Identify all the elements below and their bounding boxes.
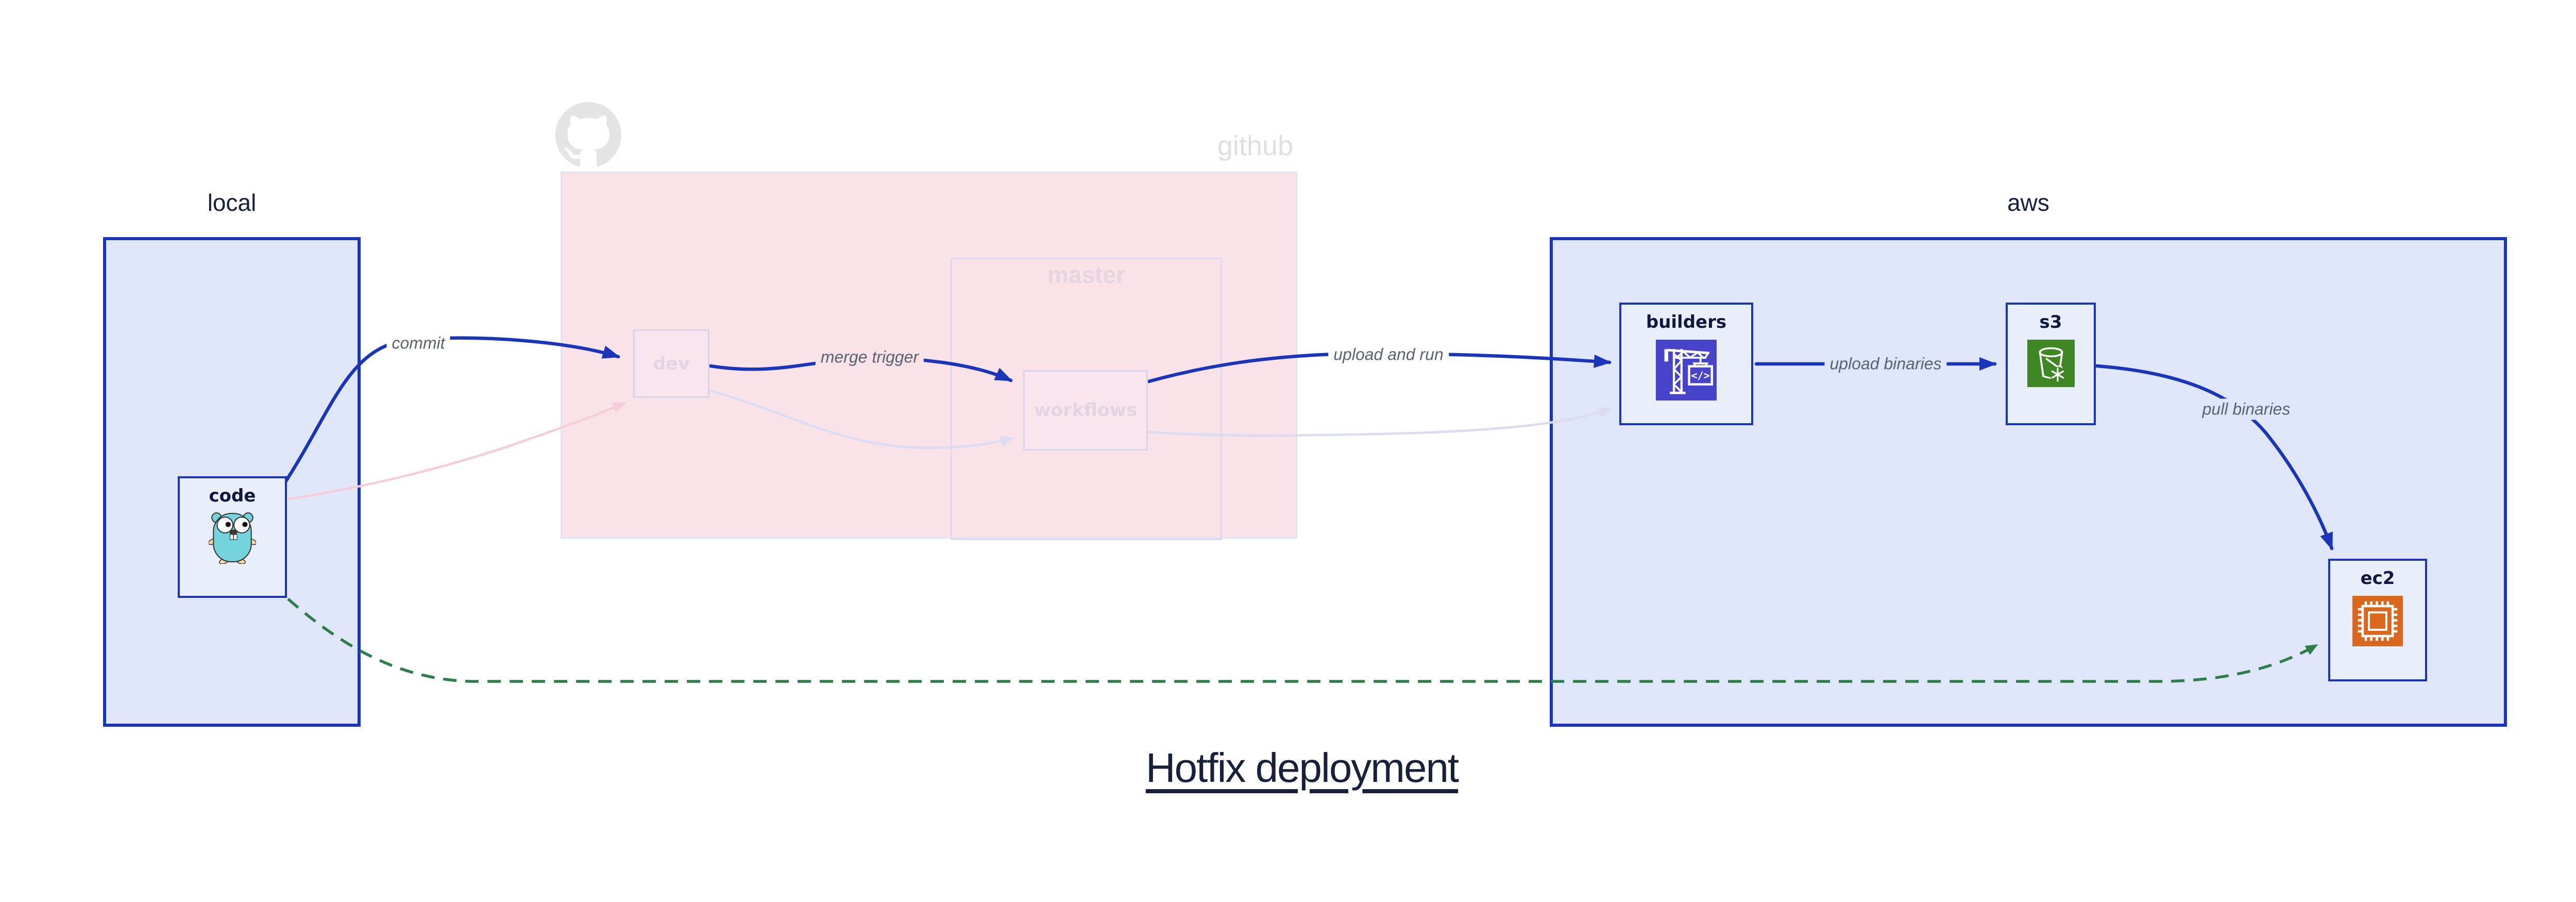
codebuild-crane-icon: </> [1656, 340, 1717, 400]
code-node-label: code [209, 486, 256, 506]
svg-text:</>: </> [1691, 370, 1710, 382]
node-code: code [178, 476, 287, 598]
node-workflows: workflows [1023, 370, 1148, 450]
ec2-chip-icon [2352, 596, 2403, 646]
edge-label-upload-and-run: upload and run [1328, 344, 1449, 365]
node-ec2: ec2 [2328, 559, 2427, 681]
go-gopher-icon [209, 512, 256, 564]
node-builders: builders </> [1619, 303, 1753, 425]
ec2-node-label: ec2 [2360, 568, 2395, 589]
edge-label-upload-binaries: upload binaries [1824, 353, 1947, 375]
master-subcluster-label: master [1047, 261, 1125, 288]
local-cluster-label: local [207, 189, 257, 216]
diagram-title: Hotfix deployment [1145, 745, 1459, 791]
workflows-node-label: workflows [1033, 400, 1138, 421]
edge-label-merge-trigger: merge trigger [815, 346, 924, 368]
dev-node-label: dev [653, 353, 690, 374]
builders-node-label: builders [1646, 312, 1727, 332]
s3-bucket-icon [2027, 340, 2075, 387]
node-dev: dev [633, 329, 709, 398]
aws-cluster-label: aws [2007, 189, 2049, 216]
edge-label-pull-binaries: pull binaries [2197, 398, 2296, 420]
github-cluster-label: github [1217, 130, 1293, 161]
github-octocat-icon [555, 102, 621, 166]
s3-node-label: s3 [2039, 312, 2062, 332]
node-s3: s3 [2006, 303, 2096, 425]
edge-label-commit: commit [386, 332, 450, 354]
